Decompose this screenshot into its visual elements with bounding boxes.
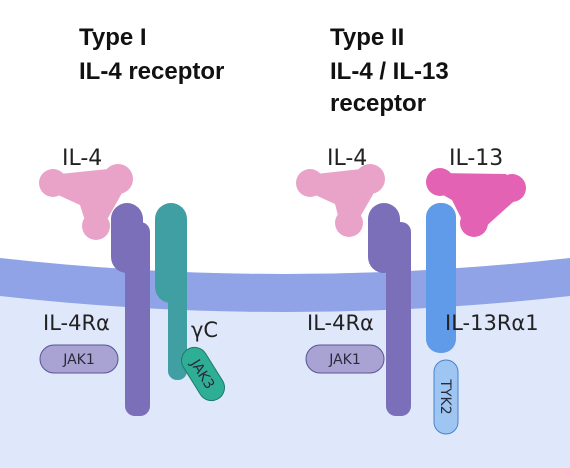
jak3-kinase: JAK3 [181,346,225,402]
il13-label: IL-13 [449,146,503,171]
type2-title-line2: IL-4 / IL-13 [330,58,449,85]
il13ra1-label: IL-13Rα1 [445,311,539,335]
type2-jak1-box [305,344,385,374]
tyk2-label: TYK2 [437,378,453,414]
type1-il4ra-label: IL-4Rα [43,311,110,335]
membrane-band [0,258,570,312]
type1-il4-label: IL-4 [62,146,102,171]
type1-title-line2: IL-4 receptor [79,58,224,85]
type2-il4ra-label: IL-4Rα [307,311,374,335]
type2-title-line3: receptor [330,90,426,117]
type2-il4ra-chain [368,203,411,416]
type1-il4ra-chain [111,203,150,416]
type1-jak1-label: JAK1 [62,352,95,368]
type1-il4-ligand [39,164,133,240]
tyk2-kinase: TYK2 [433,359,459,435]
type2-il4-ligand [296,164,385,237]
il13ra1-chain [426,203,456,353]
gammac-chain [155,203,187,380]
type1-jak1-box [39,344,119,374]
gammac-label: γC [191,318,218,342]
type2-jak1-label: JAK1 [328,352,361,368]
il13-ligand [426,168,526,237]
type2-title-line1: Type II [330,24,404,51]
type2-il4-label: IL-4 [327,146,367,171]
type1-title-line1: Type I [79,24,147,51]
